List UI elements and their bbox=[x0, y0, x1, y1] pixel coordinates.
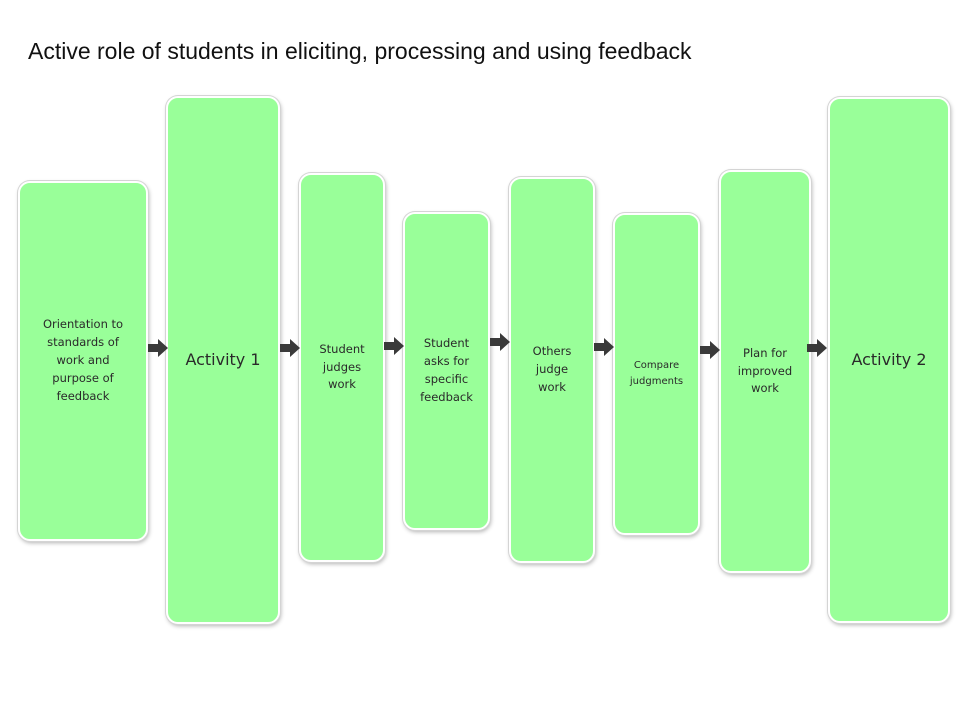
arrow-right-icon bbox=[807, 339, 827, 357]
arrow-right-icon bbox=[384, 337, 404, 355]
step-activity-1-box: Activity 1 bbox=[166, 96, 280, 624]
step-label: Activity 1 bbox=[185, 349, 261, 369]
step-activity-2-box: Activity 2 bbox=[828, 97, 950, 623]
step-student-judges-box: Student judges work bbox=[299, 173, 385, 562]
arrow-right-icon bbox=[700, 341, 720, 359]
step-label: Orientation to standards of work and pur… bbox=[42, 317, 124, 403]
step-label: Student asks for specific feedback bbox=[420, 336, 473, 404]
step-label: Student judges work bbox=[319, 341, 365, 392]
step-orientation-box: Orientation to standards of work and pur… bbox=[18, 181, 148, 541]
step-asks-feedback-box: Student asks for specific feedback bbox=[403, 212, 490, 530]
step-compare-box: Compare judgments bbox=[613, 213, 700, 535]
arrow-right-icon bbox=[280, 339, 300, 357]
step-label: Others judge work bbox=[532, 344, 572, 394]
step-label: Compare judgments bbox=[629, 360, 684, 387]
arrow-right-icon bbox=[148, 339, 168, 357]
step-label: Plan for improved work bbox=[737, 345, 793, 396]
step-plan-box: Plan for improved work bbox=[719, 170, 811, 573]
diagram-title: Active role of students in eliciting, pr… bbox=[28, 38, 692, 64]
step-others-judge-box: Others judge work bbox=[509, 177, 595, 563]
arrow-right-icon bbox=[594, 338, 614, 356]
step-label: Activity 2 bbox=[851, 349, 927, 369]
arrow-right-icon bbox=[490, 333, 510, 351]
